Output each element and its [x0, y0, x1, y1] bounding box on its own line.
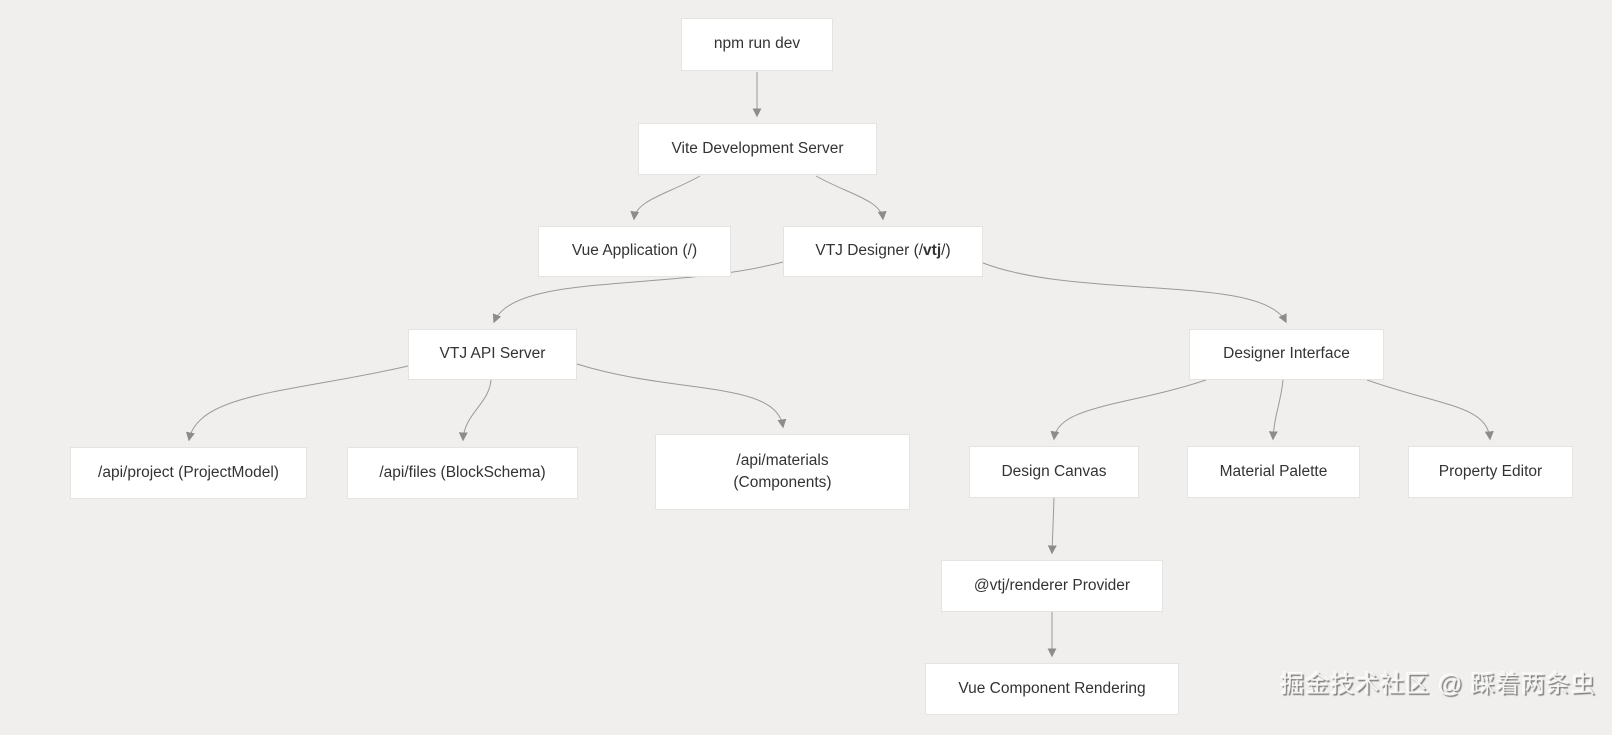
- edge-design-canvas-to-renderer-provider: [1047, 497, 1057, 555]
- edge-vtj-api-server-to-api-materials: [576, 363, 787, 429]
- node-label: Design Canvas: [1001, 462, 1107, 480]
- node-property-editor: Property Editor: [1408, 446, 1573, 498]
- node-designer-interface: Designer Interface: [1189, 329, 1384, 380]
- node-label: Material Palette: [1219, 462, 1328, 480]
- edge-vtj-api-server-to-api-project: [186, 365, 409, 442]
- node-renderer-provider: @vtj/renderer Provider: [941, 560, 1163, 612]
- edge-designer-interface-to-design-canvas: [1050, 379, 1207, 441]
- node-api-materials: /api/materials(Components): [655, 434, 910, 510]
- node-label: /api/files (BlockSchema): [379, 463, 546, 481]
- node-vtj-designer: VTJ Designer (/vtj/): [783, 226, 983, 277]
- edge-vtj-designer-to-vtj-api-server: [492, 261, 784, 324]
- node-vue-application: Vue Application (/): [538, 226, 731, 277]
- node-label: VTJ API Server: [439, 345, 546, 363]
- node-label: /api/materials(Components): [733, 451, 832, 491]
- node-vtj-api-server: VTJ API Server: [408, 329, 577, 380]
- node-label: /api/project (ProjectModel): [98, 463, 279, 481]
- node-design-canvas: Design Canvas: [969, 446, 1139, 498]
- node-vite-dev-server: Vite Development Server: [638, 123, 877, 175]
- edge-vite-dev-server-to-vtj-designer: [815, 175, 887, 221]
- watermark: 掘金技术社区 @ 踩着两条虫: [1280, 671, 1596, 698]
- node-npm-run-dev: npm run dev: [681, 18, 833, 71]
- node-label: Vue Application (/): [571, 242, 698, 260]
- node-label: npm run dev: [713, 35, 801, 53]
- node-label: Vue Component Rendering: [958, 679, 1146, 697]
- edge-vtj-designer-to-designer-interface: [982, 262, 1287, 324]
- edge-vite-dev-server-to-vue-application: [630, 175, 701, 221]
- node-label: Property Editor: [1438, 462, 1543, 480]
- node-api-project: /api/project (ProjectModel): [70, 447, 307, 499]
- node-label: VTJ Designer (/vtj/): [815, 242, 951, 260]
- edge-designer-interface-to-property-editor: [1366, 379, 1494, 441]
- node-label: @vtj/renderer Provider: [973, 576, 1131, 594]
- node-label: Vite Development Server: [671, 139, 844, 157]
- edge-vtj-api-server-to-api-files: [458, 379, 492, 442]
- node-vue-component-rendering: Vue Component Rendering: [925, 663, 1179, 715]
- node-label: Designer Interface: [1223, 345, 1350, 363]
- node-api-files: /api/files (BlockSchema): [347, 447, 578, 499]
- node-material-palette: Material Palette: [1187, 446, 1360, 498]
- edge-designer-interface-to-material-palette: [1268, 379, 1284, 441]
